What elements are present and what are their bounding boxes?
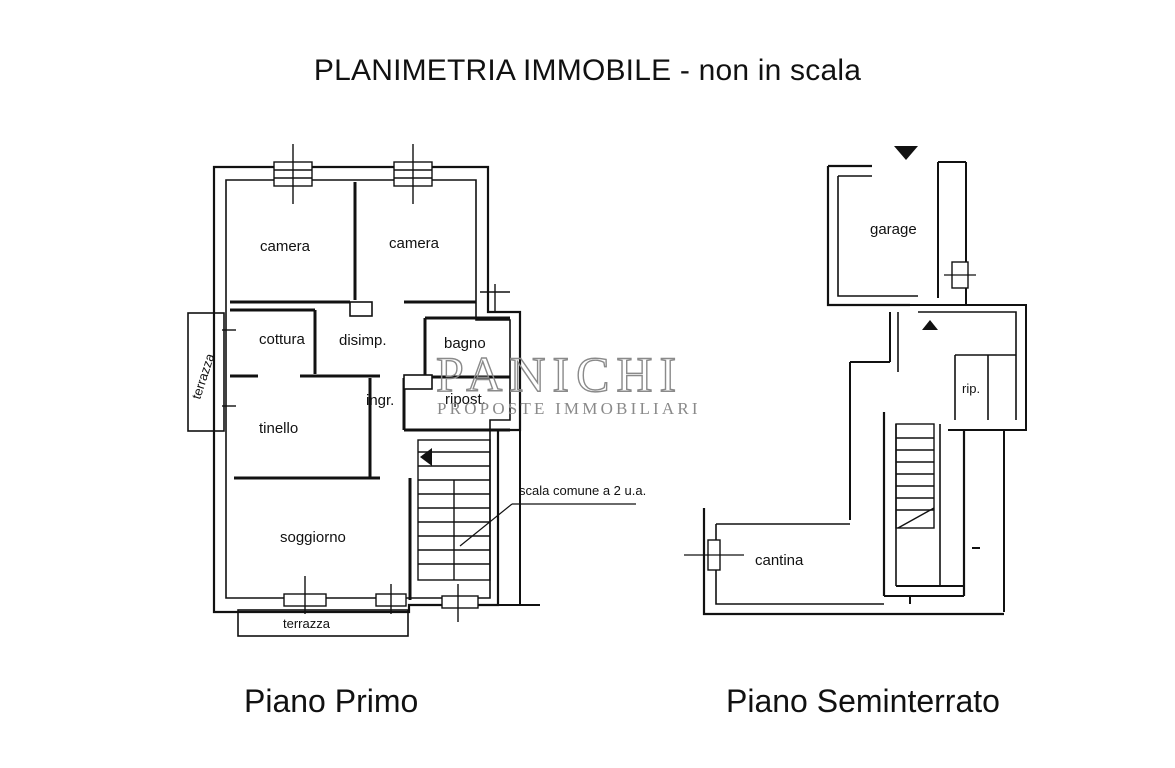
floor-label-primo: Piano Primo [244,683,419,719]
plan-piano-seminterrato [684,146,1027,616]
room-camera-right: camera [389,235,440,252]
room-disimp: disimp. [339,332,387,349]
stair-note: scala comune a 2 u.a. [519,483,646,498]
room-soggiorno: soggiorno [280,529,346,546]
page-title: PLANIMETRIA IMMOBILE - non in scala [313,54,862,87]
watermark-tagline: PROPOSTE IMMOBILIARI [437,399,701,418]
floor-label-seminterrato: Piano Seminterrato [726,683,1000,719]
plan-piano-primo [187,144,636,637]
room-tinello: tinello [259,420,298,437]
room-bagno: bagno [444,335,486,352]
room-cantina: cantina [755,552,804,569]
room-rip: rip. [962,381,980,396]
room-garage: garage [870,221,917,238]
room-camera-left: camera [260,238,311,255]
room-ripost: ripost. [445,391,486,408]
watermark-logo: PANICHI PROPOSTE IMMOBILIARI [435,345,701,418]
room-ingr: ingr. [366,392,394,409]
room-terrazza-bottom: terrazza [283,616,331,631]
watermark-brand: PANICHI [436,346,683,402]
room-cottura: cottura [259,331,306,348]
